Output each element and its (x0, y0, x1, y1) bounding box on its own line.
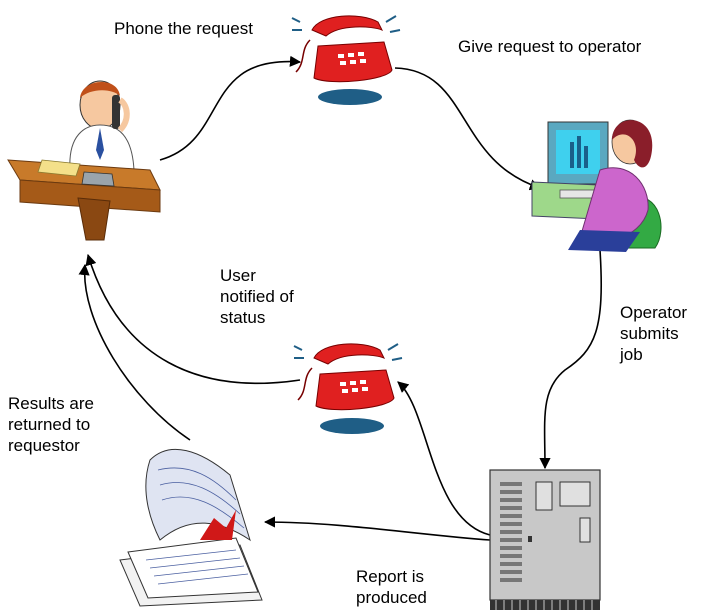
arrow-mainframe-to-phone (397, 381, 491, 536)
person-on-phone-at-desk-icon (7, 80, 161, 241)
label-line: Report is (356, 567, 425, 586)
red-telephone-icon (291, 15, 401, 105)
label-operator-submits: Operator submits job (620, 302, 687, 365)
printed-report-icon (119, 448, 263, 607)
label-line: requestor (8, 436, 80, 455)
arrow-give-request (394, 67, 542, 191)
label-line: produced (356, 588, 427, 607)
arrow-operator-submits (539, 249, 603, 470)
label-report-produced: Report is produced (356, 566, 427, 608)
label-line: User (220, 266, 256, 285)
label-line: Operator (620, 303, 688, 322)
arrow-results-returned (78, 263, 191, 441)
label-line: submits (620, 324, 679, 343)
arrow-user-notified (85, 253, 301, 385)
label-line: returned to (8, 415, 91, 434)
label-line: Results are (8, 394, 94, 413)
label-give-request: Give request to operator (458, 37, 642, 56)
mainframe-computer-icon (489, 469, 601, 610)
red-telephone-icon (293, 343, 403, 434)
label-line: notified of (220, 287, 294, 306)
arrow-phone-request (159, 55, 302, 161)
operator-at-computer-icon (531, 119, 662, 252)
label-user-notified: User notified of status (220, 265, 294, 328)
arrow-report-produced (263, 516, 491, 541)
label-line: status (220, 308, 266, 327)
label-phone-request: Phone the request (114, 19, 253, 38)
label-results-returned: Results are returned to requestor (8, 393, 94, 456)
label-line: job (620, 345, 643, 364)
